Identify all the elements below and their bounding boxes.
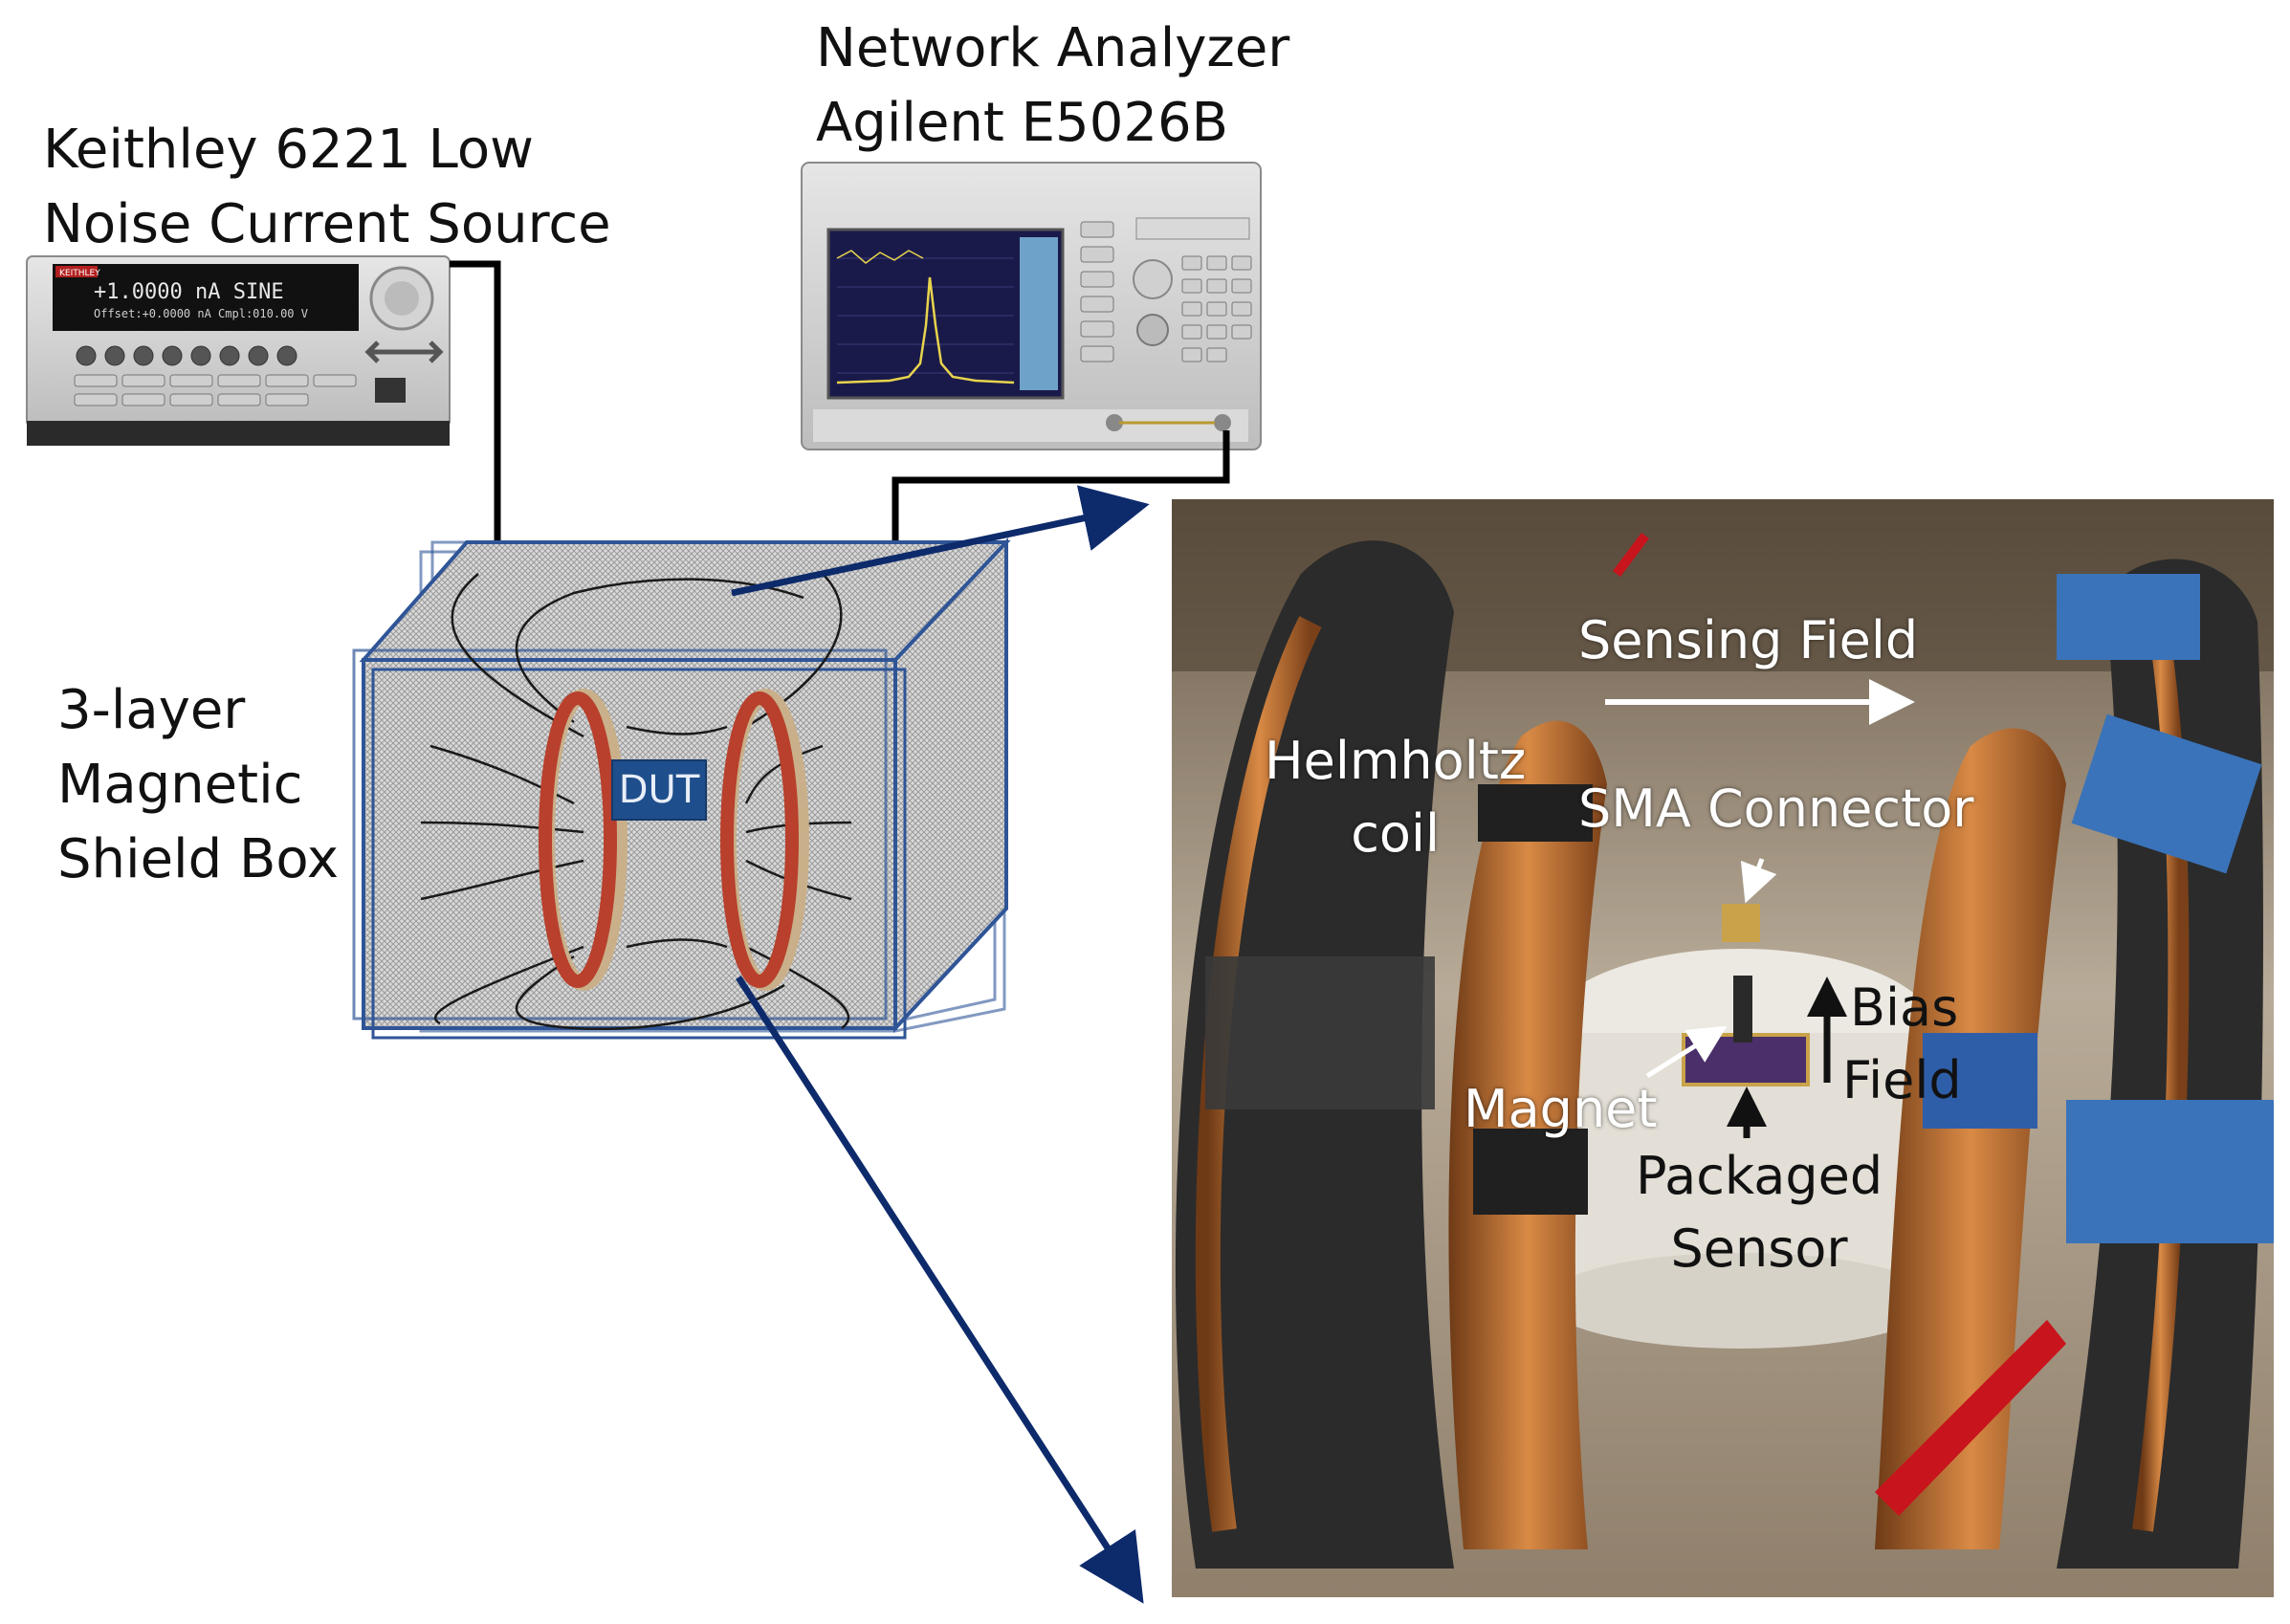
- helmholtz-coil-label: Helmholtz coil: [1265, 725, 1526, 870]
- helmholtz-coil-label-line1: Helmholtz: [1265, 731, 1527, 791]
- dut-block: [611, 759, 707, 821]
- shield-box-label: 3-layer Magnetic Shield Box: [57, 673, 339, 897]
- helmholtz-coil-label-line2: coil: [1351, 803, 1440, 864]
- bias-field-label-line1: Bias: [1850, 977, 1959, 1038]
- shield-box-label-line1: 3-layer: [57, 679, 246, 741]
- packaged-sensor-label: Packaged Sensor: [1636, 1140, 1883, 1285]
- helmholtz-coil-left: [539, 689, 628, 991]
- packaged-sensor-label-line1: Packaged: [1636, 1146, 1883, 1206]
- shield-box-label-line3: Shield Box: [57, 828, 340, 890]
- shield-box-label-line2: Magnetic: [57, 754, 303, 816]
- keithley-instrument: KEITHLEY +1.0000 nA SINE Offset:+0.0000 …: [26, 255, 451, 446]
- network-analyzer-label-line1: Network Analyzer: [816, 17, 1290, 79]
- current-source-label-line1: Keithley 6221 Low: [43, 119, 534, 181]
- network-analyzer-label-line2: Agilent E5026B: [816, 92, 1228, 154]
- svg-text:Offset:+0.0000 nA Cmpl:010.00: Offset:+0.0000 nA Cmpl:010.00 V: [94, 307, 308, 320]
- current-source-label-line2: Noise Current Source: [43, 193, 611, 255]
- helmholtz-coil-right: [720, 689, 809, 991]
- bias-field-label-line2: Field: [1842, 1050, 1962, 1110]
- arrow-to-photo-bottom: [736, 976, 1144, 1604]
- setup-photo: [1172, 499, 2274, 1597]
- network-analyzer-label: Network Analyzer Agilent E5026B: [816, 11, 1289, 161]
- magnet-label: Magnet: [1464, 1079, 1658, 1139]
- dut-label: DUT: [618, 768, 700, 812]
- svg-text:+1.0000 nA SINE: +1.0000 nA SINE: [94, 280, 284, 304]
- svg-text:KEITHLEY: KEITHLEY: [59, 269, 100, 278]
- sensing-field-label: Sensing Field: [1578, 610, 1919, 670]
- sma-connector-label: SMA Connector: [1578, 779, 1974, 839]
- packaged-sensor-label-line2: Sensor: [1670, 1218, 1848, 1279]
- sma-arrow: [1740, 858, 1777, 904]
- current-source-label: Keithley 6221 Low Noise Current Source: [43, 113, 611, 262]
- bias-field-label: Bias Field: [1842, 972, 1962, 1117]
- magnet-arrow: [1645, 1025, 1728, 1079]
- arrow-to-photo-top: [731, 485, 1150, 597]
- network-analyzer-instrument: [801, 162, 1262, 450]
